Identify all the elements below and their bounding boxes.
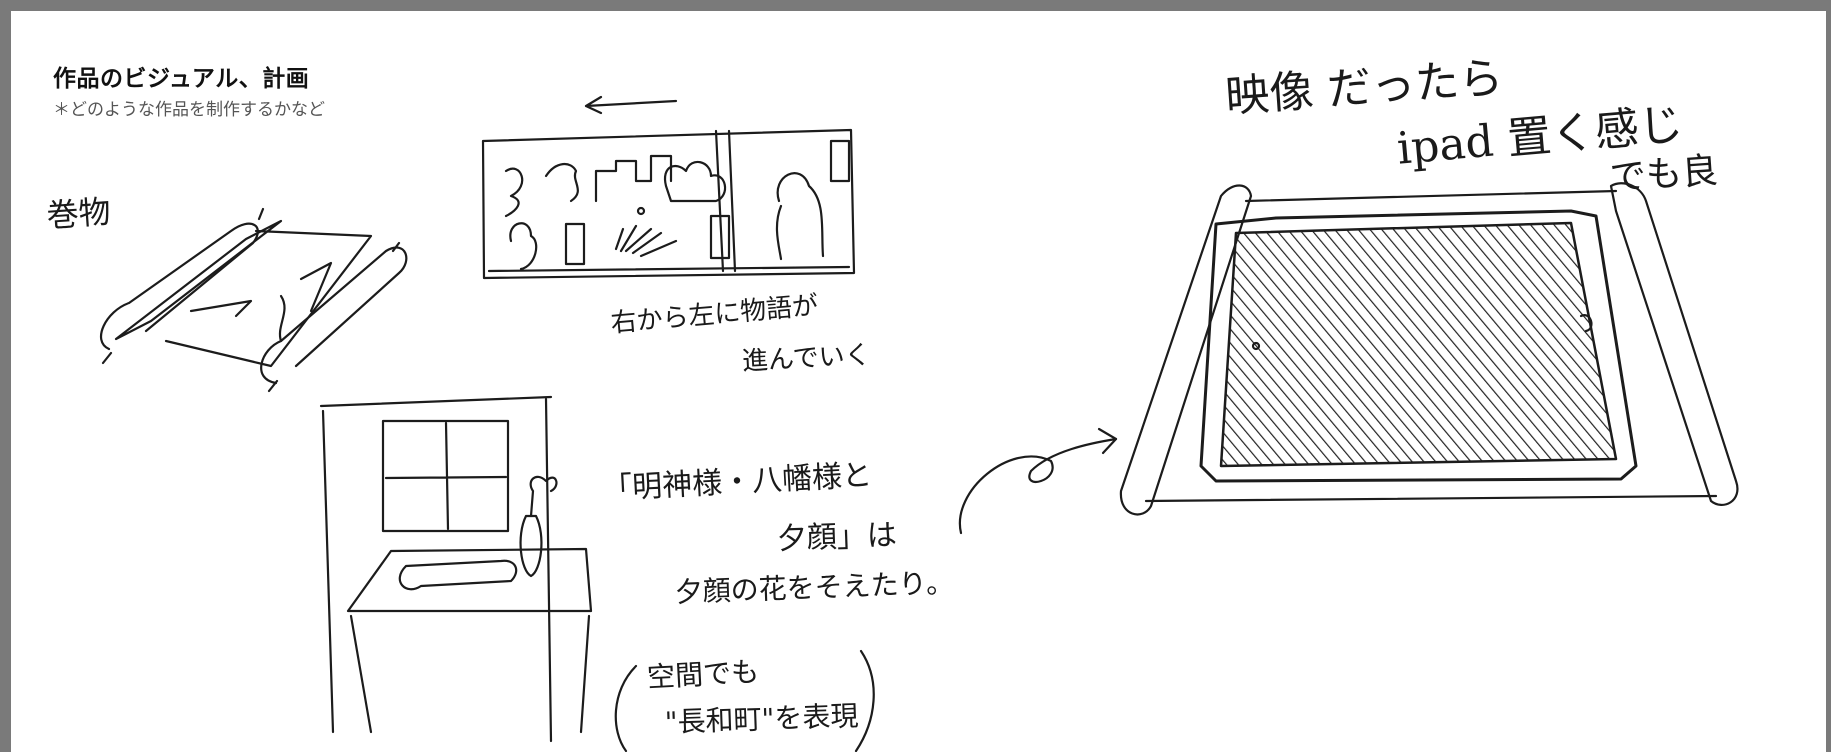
sketch-canvas: 作品のビジュアル、計画 ＊どのような作品を制作するかなど 巻物 右から左に物語が… [11, 11, 1826, 752]
space-note-brackets [614, 649, 875, 752]
ipad-scroll-sketch [1119, 182, 1739, 516]
ipad-arrow [958, 427, 1118, 535]
page-subtitle: ＊どのような作品を制作するかなど [53, 100, 325, 120]
scroll-sketch [99, 207, 408, 393]
page-title: 作品のビジュアル、計画 [53, 66, 310, 92]
sketch-drawings [99, 95, 1739, 752]
scroll-panel-sketch [481, 95, 856, 280]
room-sketch [319, 395, 593, 743]
